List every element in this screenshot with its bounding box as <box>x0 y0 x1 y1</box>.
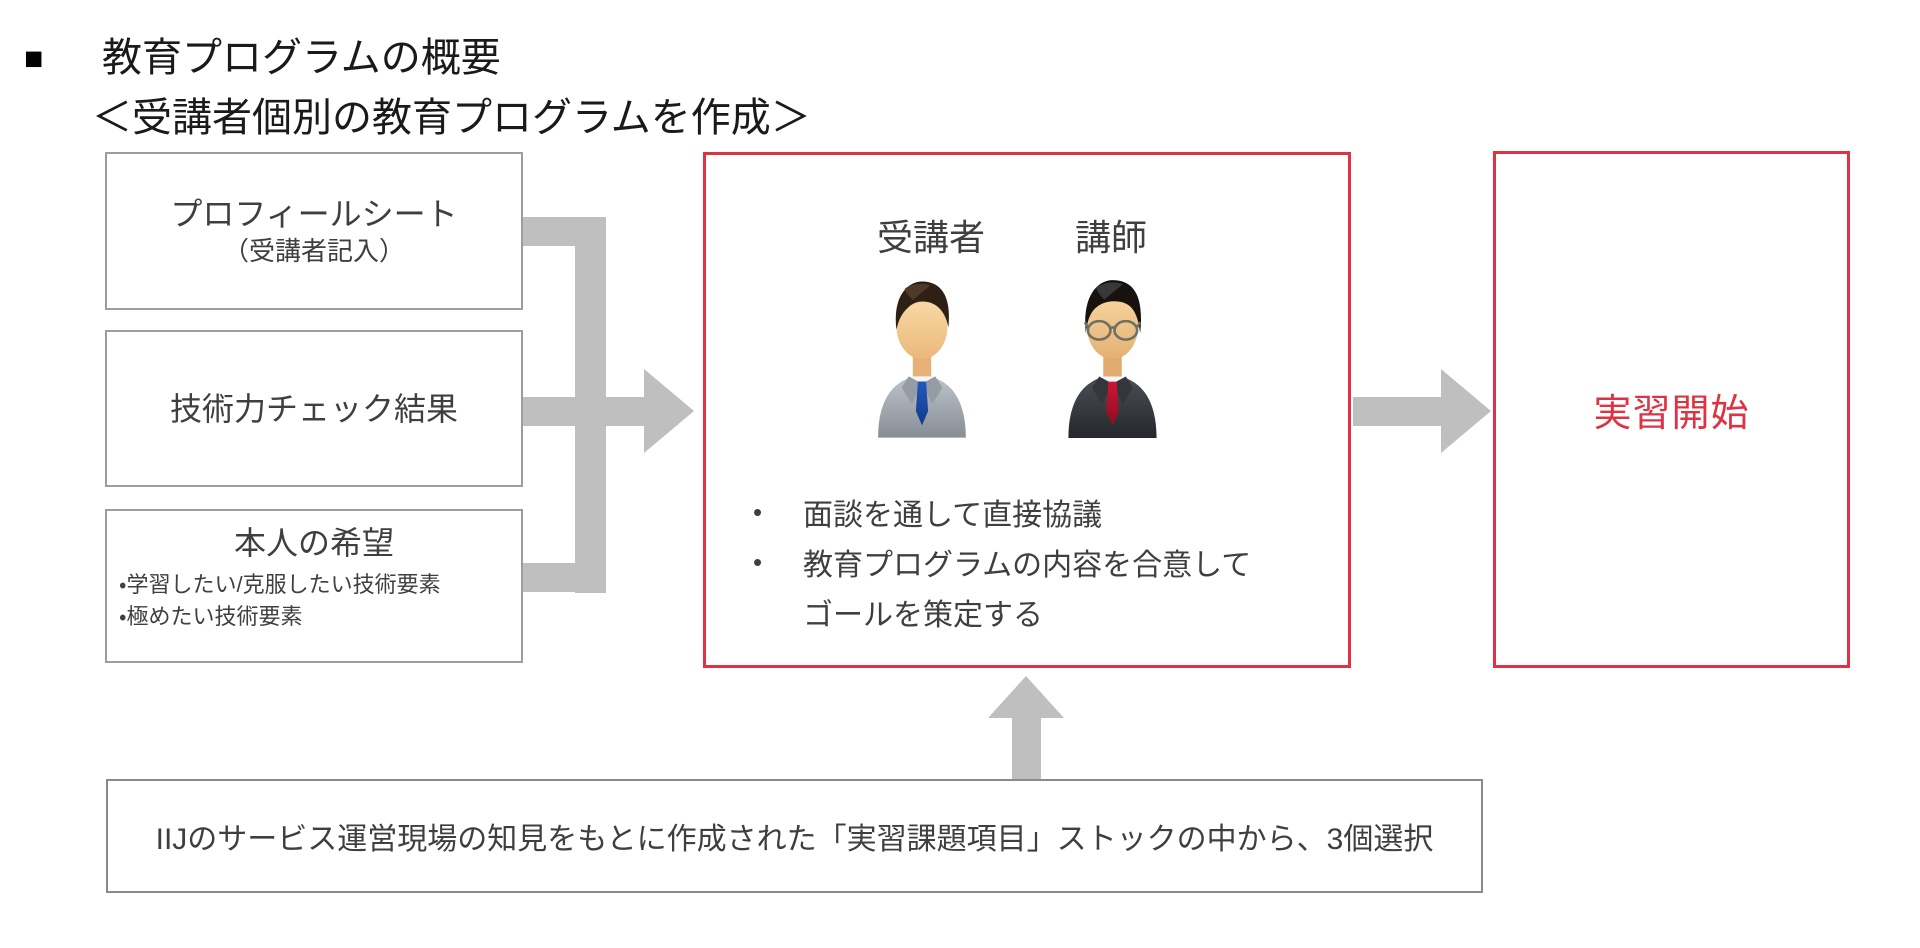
stock-arrow-shaft <box>1012 717 1041 780</box>
result-box: 実習開始 <box>1493 151 1850 668</box>
stock-box: IIJのサービス運営現場の知見をもとに作成された「実習課題項目」ストックの中から… <box>106 779 1483 893</box>
bullet-dot-icon: • <box>753 546 763 577</box>
page-title: 教育プログラムの概要 <box>102 35 501 80</box>
meeting-bullet-text: 面談を通して直接協議 <box>803 499 1103 532</box>
meeting-bullet-text: ゴールを策定する <box>803 599 1043 632</box>
personal-wish-box: 本人の希望 ・学習したい/克服したい技術要素 ・極めたい技術要素 <box>105 509 523 663</box>
stock-text: IIJのサービス運営現場の知見をもとに作成された「実習課題項目」ストックの中から… <box>155 823 1434 856</box>
meeting-bullet-row: • 面談を通して直接協議 <box>753 487 1251 537</box>
merge-arrow-shaft <box>523 397 644 426</box>
personal-wish-bullet-list: ・学習したい/克服したい技術要素 ・極めたい技術要素 <box>107 569 441 633</box>
participant-label: 受講者 <box>876 217 985 258</box>
personal-wish-bullet: ・極めたい技術要素 <box>119 603 303 629</box>
meeting-bullet-text: 教育プログラムの内容を合意して <box>803 549 1252 582</box>
flow-arrow-shaft <box>1353 397 1441 426</box>
profile-sheet-sublabel: （受講者記入） <box>222 236 405 267</box>
skill-check-box: 技術力チェック結果 <box>105 330 523 487</box>
meeting-box: 受講者 講師 <box>703 152 1351 668</box>
stock-arrow-head-icon <box>988 676 1064 718</box>
flow-arrow-head-icon <box>1441 369 1491 453</box>
heading-square-bullet-icon: ■ <box>24 40 44 76</box>
page-subtitle: ＜受講者個別の教育プログラムを作成＞ <box>92 95 811 140</box>
instructor-label: 講師 <box>1074 217 1147 258</box>
profile-sheet-label: プロフィールシート <box>170 196 458 233</box>
result-label: 実習開始 <box>1593 393 1750 435</box>
personal-wish-label: 本人の希望 <box>233 525 394 561</box>
meeting-bullet-row: • 教育プログラムの内容を合意して <box>753 537 1251 587</box>
profile-sheet-box: プロフィールシート （受講者記入） <box>105 152 523 310</box>
personal-wish-bullet: ・学習したい/克服したい技術要素 <box>119 572 441 597</box>
meeting-bullet-row: ゴールを策定する <box>753 587 1251 637</box>
participant-avatar-icon <box>878 281 966 438</box>
skill-check-label: 技術力チェック結果 <box>169 390 458 427</box>
merge-arrow-head-icon <box>644 369 694 453</box>
bullet-dot-icon: • <box>753 496 763 527</box>
meeting-bullet-list: • 面談を通して直接協議 • 教育プログラムの内容を合意して ゴールを策定する <box>753 487 1251 637</box>
instructor-avatar-icon <box>1068 280 1157 438</box>
merge-arrow-stub-bottom <box>523 563 606 592</box>
